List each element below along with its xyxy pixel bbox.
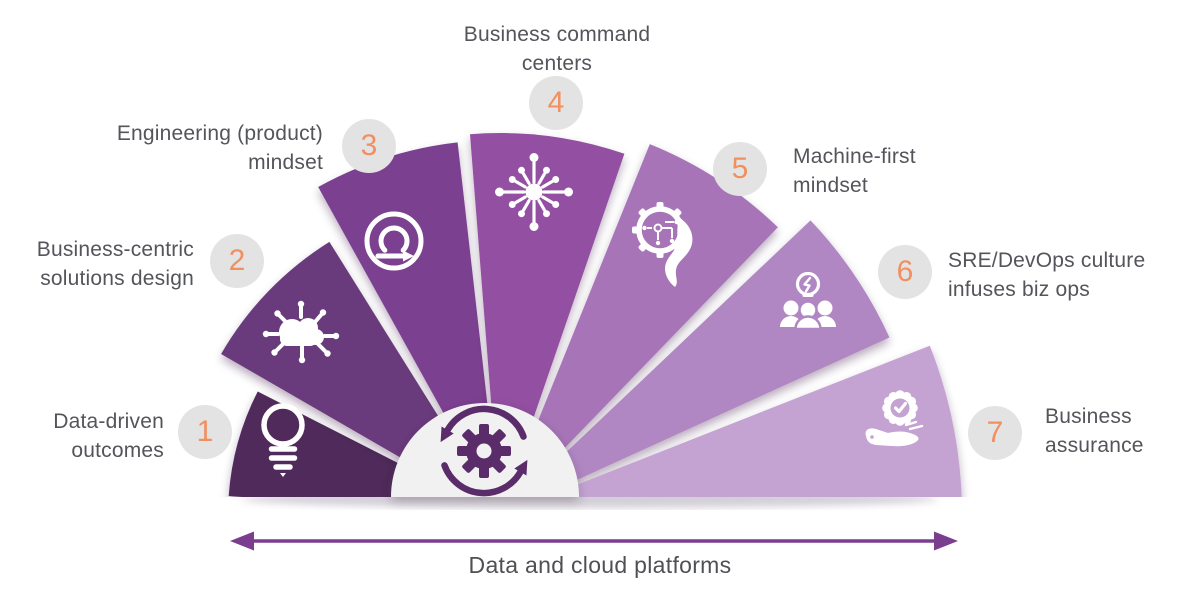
step-number-badge-7: 7 <box>968 406 1022 460</box>
process-sync-gear-icon <box>440 405 528 497</box>
segment-wedge-6 <box>518 220 890 497</box>
step-number-badge-3: 3 <box>342 119 396 173</box>
ground-shadow <box>242 497 938 508</box>
step-label-7: Business assurance <box>1045 405 1144 457</box>
lightbulb-icon <box>261 403 305 477</box>
segment-wedge-3 <box>318 142 498 497</box>
team-idea-icon <box>780 271 836 331</box>
axis-label: Data and cloud platforms <box>468 552 732 578</box>
arrow-left-head <box>230 531 254 551</box>
segment-wedge-4 <box>470 133 625 497</box>
step-label-5: Machine-first mindset <box>793 145 916 197</box>
data-platforms-axis-arrow <box>230 531 958 551</box>
step-number-badge-2: 2 <box>210 234 264 288</box>
arrow-right-head <box>934 531 958 551</box>
segment-wedge-5 <box>507 144 778 497</box>
quality-badge-hand-icon <box>865 390 924 447</box>
step-label-4: Business command centers <box>463 23 651 75</box>
cloud-network-icon <box>262 300 340 364</box>
network-hub-icon <box>495 153 573 231</box>
machine-head-gear-icon <box>632 202 693 287</box>
step-label-6: SRE/DevOps culture infuses biz ops <box>948 249 1146 301</box>
step-label-1: Data-driven outcomes <box>53 410 164 462</box>
step-label-2: Business-centric solutions design <box>36 238 194 290</box>
step-number-badge-1: 1 <box>178 405 232 459</box>
step-number-badge-5: 5 <box>713 142 767 196</box>
step-number-badge-4: 4 <box>529 76 583 130</box>
step-number-badge-6: 6 <box>878 245 932 299</box>
agile-loop-icon <box>364 211 424 271</box>
segment-wedge-7 <box>545 345 962 497</box>
step-label-3: Engineering (product) mindset <box>116 122 323 174</box>
